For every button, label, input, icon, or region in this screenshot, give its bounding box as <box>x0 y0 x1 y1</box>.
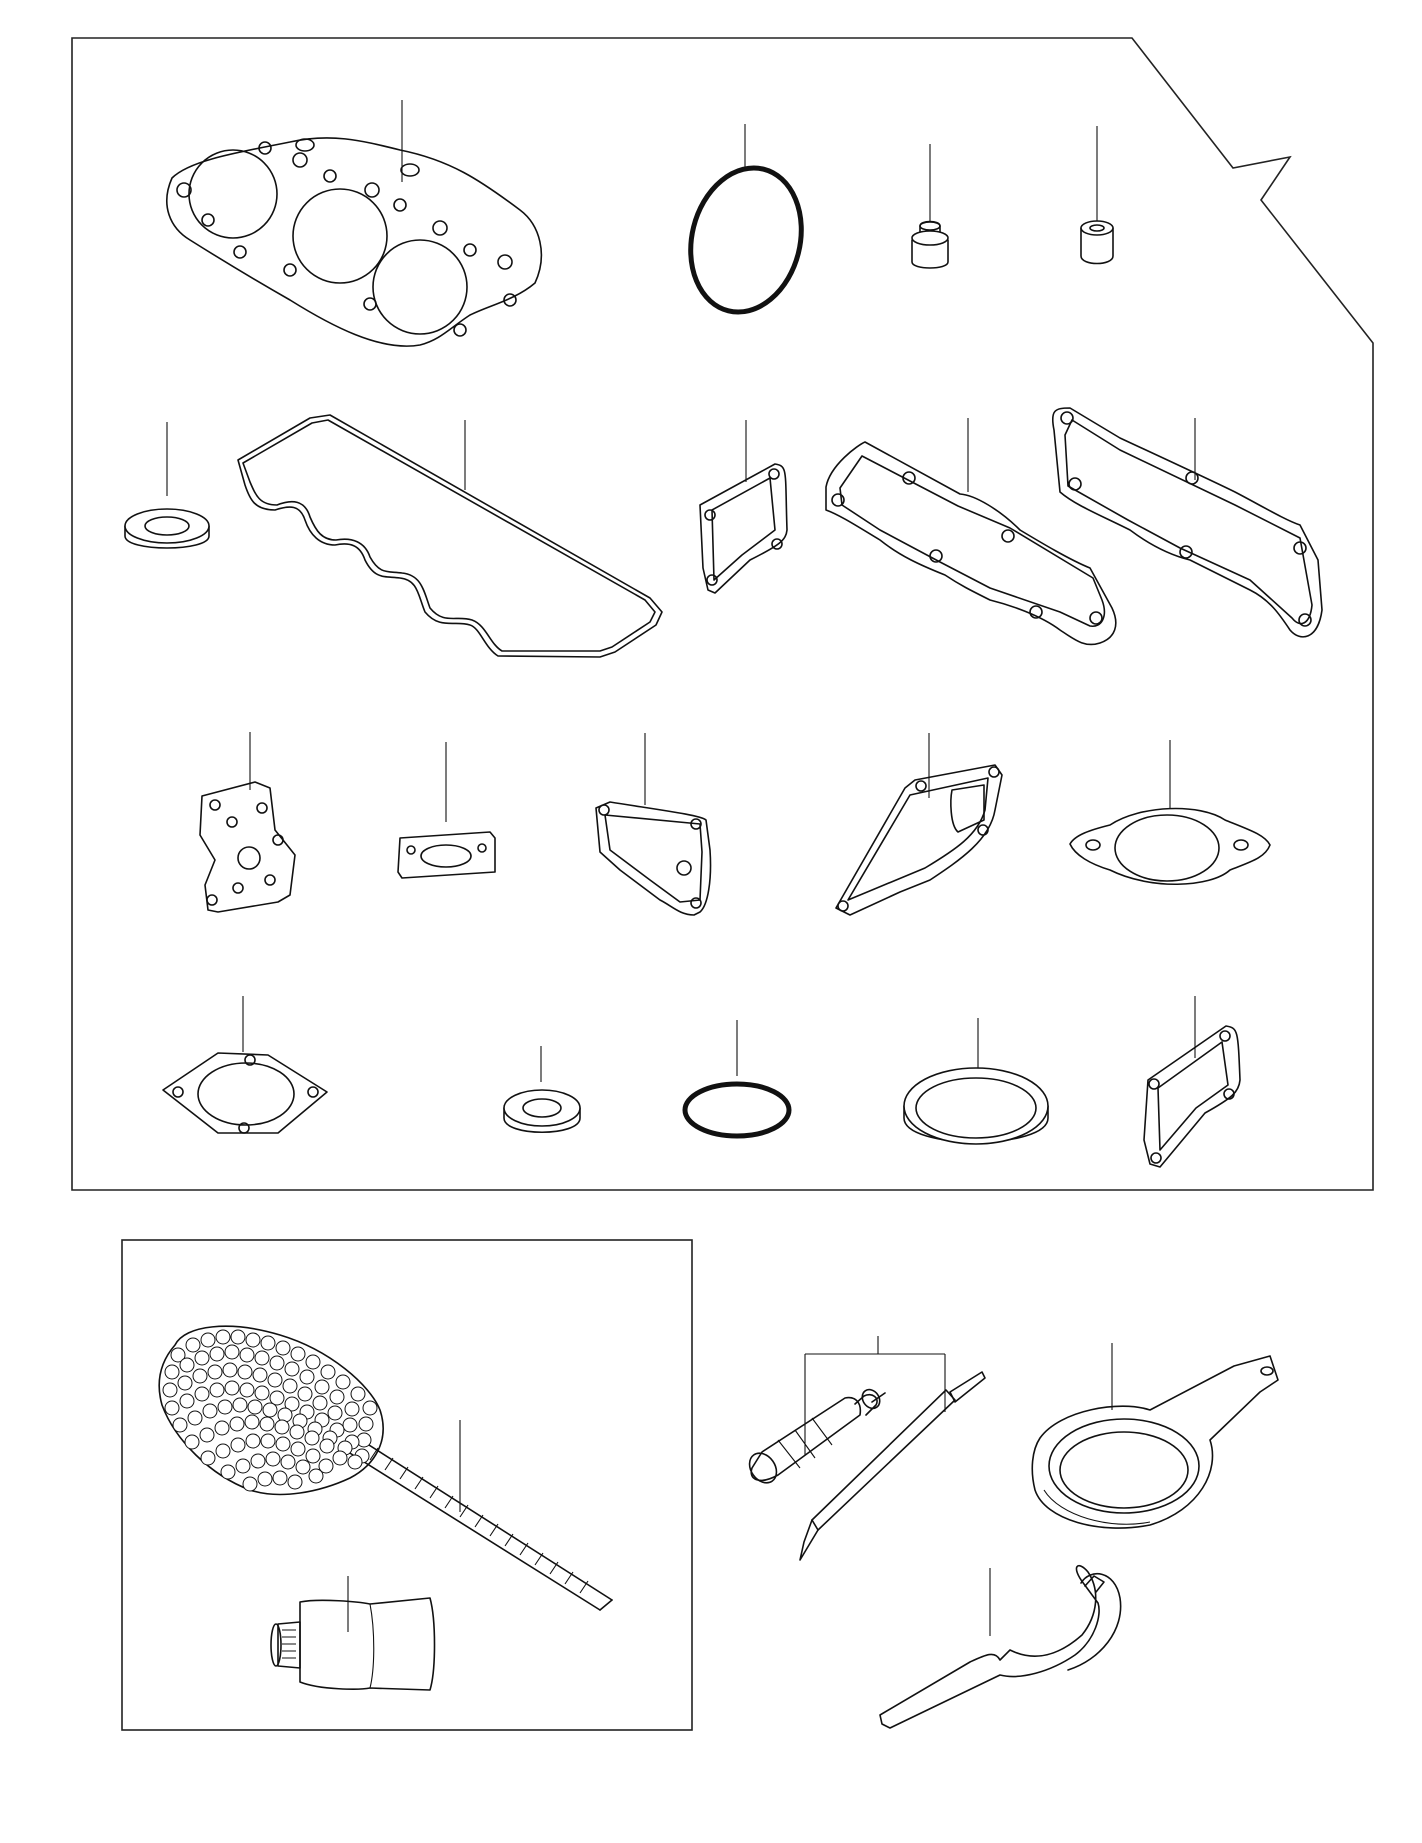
cylinder-brush <box>158 1325 613 1611</box>
o-ring-large <box>688 124 804 315</box>
o-ring-small <box>682 1020 792 1139</box>
ring-spanner-wrench <box>1031 1343 1279 1529</box>
valve-stem-seal <box>911 144 949 269</box>
irregular-gasket <box>199 732 296 913</box>
head-cover-gasket <box>237 414 663 658</box>
sealant-tube <box>270 1576 436 1691</box>
small-square-gasket-2 <box>1143 996 1241 1168</box>
washer-2 <box>503 1046 581 1133</box>
side-cover-gasket <box>835 733 1003 916</box>
square-flange-gasket <box>162 996 328 1134</box>
small-flange-gasket <box>397 742 496 879</box>
cleaning-kit-frame <box>121 1239 693 1731</box>
exhaust-manifold-gasket <box>1051 407 1323 638</box>
washer-1 <box>124 422 210 549</box>
screwdriver-set <box>748 1336 986 1561</box>
intake-manifold-gasket <box>825 418 1117 646</box>
water-pump-gasket <box>595 733 712 916</box>
bushing <box>1080 126 1114 265</box>
hook-spanner-wrench <box>879 1564 1122 1729</box>
gasket-kit-frame <box>71 37 1374 1191</box>
small-square-gasket <box>699 420 788 594</box>
oval-flange-gasket <box>1069 740 1271 886</box>
cylinder-head-gasket <box>166 100 543 347</box>
sealing-ring <box>903 1018 1049 1145</box>
